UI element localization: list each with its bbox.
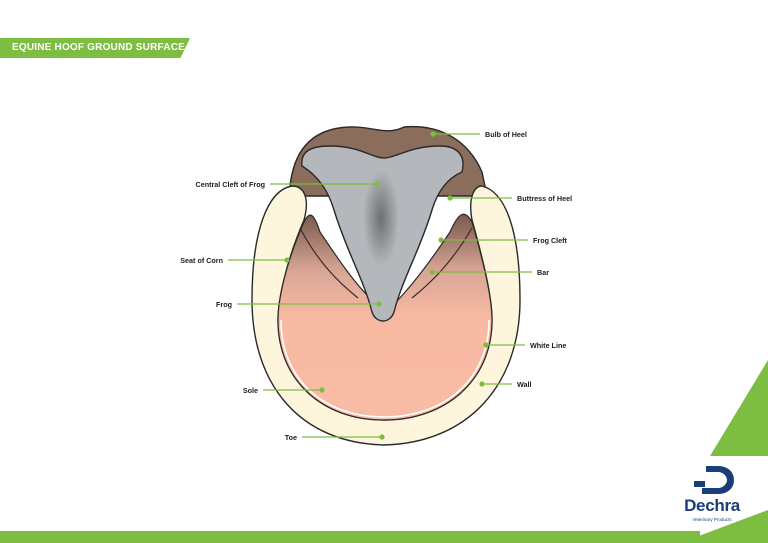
label-seat-of-corn: Seat of Corn: [180, 256, 223, 265]
dechra-d-icon: [694, 466, 734, 494]
label-frog: Frog: [216, 300, 232, 309]
central-cleft: [363, 170, 399, 266]
label-toe: Toe: [285, 433, 297, 442]
label-sole: Sole: [243, 386, 258, 395]
label-frog-cleft: Frog Cleft: [533, 236, 568, 245]
dechra-logo: Dechra Veterinary Products: [672, 462, 752, 522]
brand-name: Dechra: [684, 496, 740, 515]
brand-tagline: Veterinary Products: [692, 517, 732, 522]
label-bulb-of-heel: Bulb of Heel: [485, 130, 527, 139]
label-leaders: [228, 131, 532, 440]
bar-left: [299, 227, 359, 299]
bar-right: [411, 227, 473, 299]
label-wall: Wall: [517, 380, 532, 389]
page-title: EQUINE HOOF GROUND SURFACE: [0, 38, 190, 58]
label-buttress-of-heel: Buttress of Heel: [517, 194, 572, 203]
label-bar: Bar: [537, 268, 549, 277]
label-white-line: White Line: [530, 341, 566, 350]
label-central-cleft: Central Cleft of Frog: [196, 180, 265, 189]
white-line: [280, 319, 490, 418]
bottom-accent-bar: [0, 531, 700, 543]
